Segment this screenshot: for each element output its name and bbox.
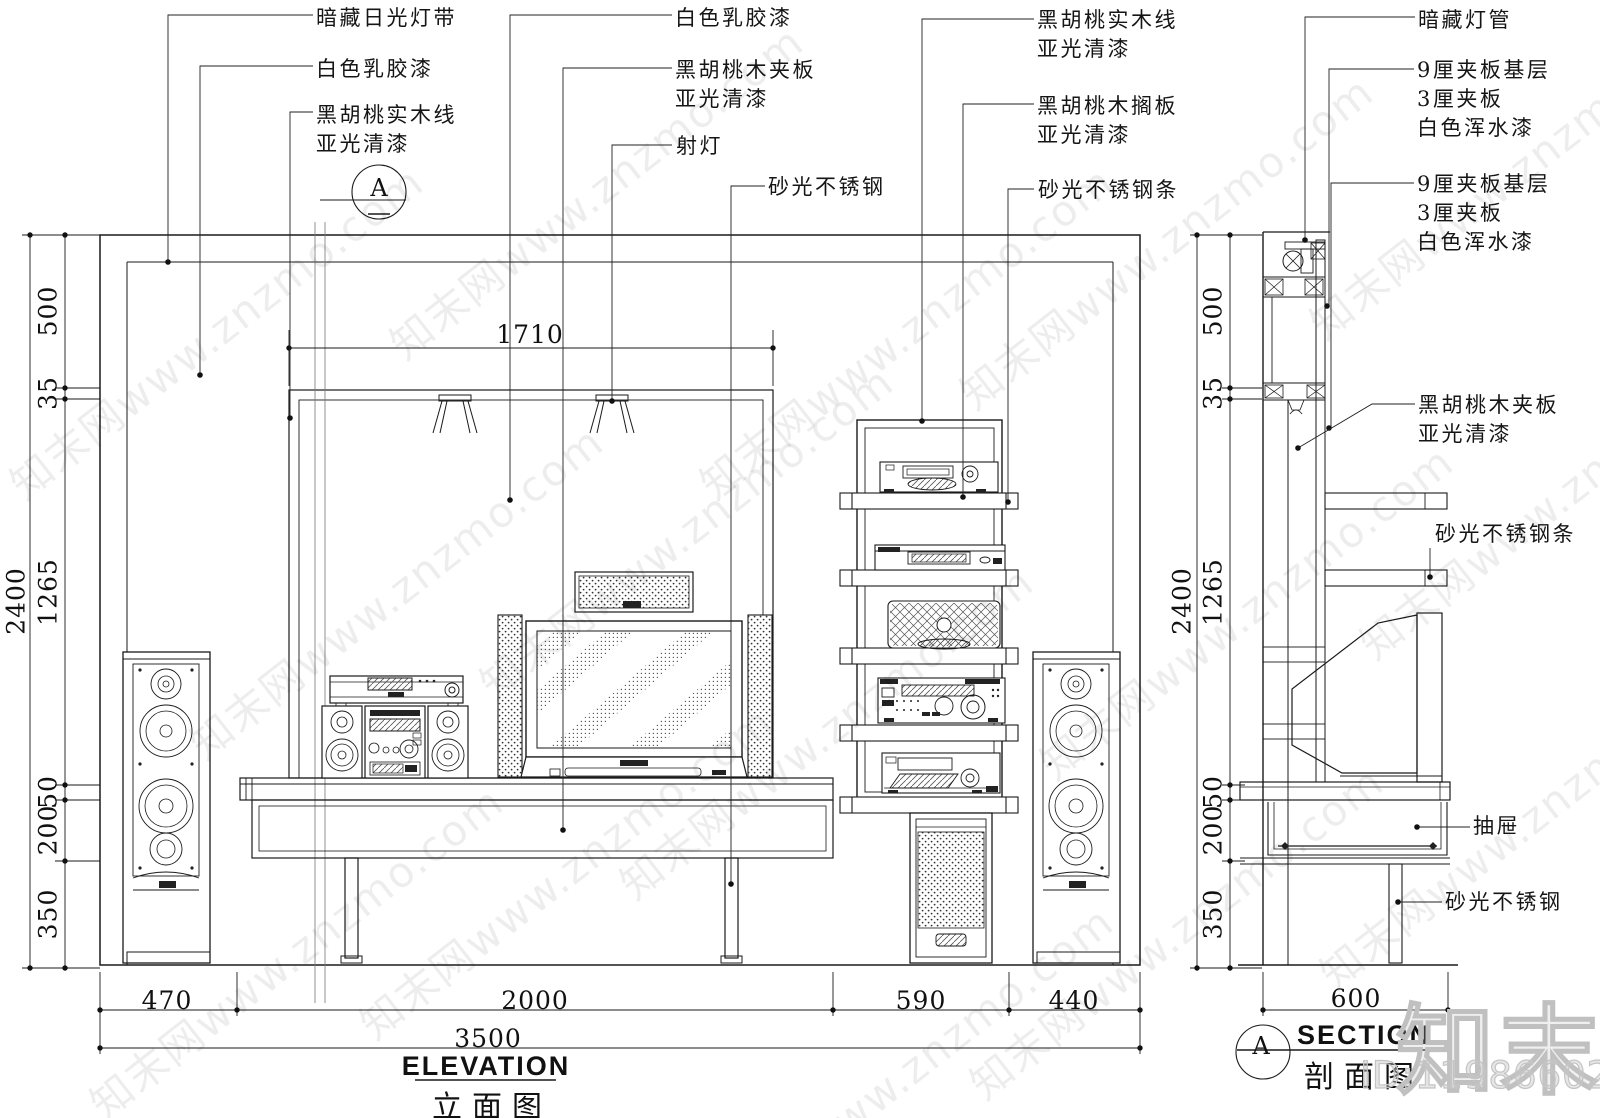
dim-500-left: 500 xyxy=(33,285,63,337)
detail-marker-a: A xyxy=(370,174,388,202)
section-marker-a: A xyxy=(1252,1032,1270,1060)
mini-hifi-stack xyxy=(321,675,469,779)
floor-speaker xyxy=(122,651,211,964)
dim-470: 470 xyxy=(141,986,193,1015)
elevation-title-en: ELEVATION xyxy=(401,1051,571,1081)
callout-walnut-solid-wood-trim-left: 黑胡桃实木线亚光清漆 xyxy=(316,103,457,156)
dim-2000: 2000 xyxy=(501,986,569,1015)
callout-spotlight: 射灯 xyxy=(676,134,723,158)
av-receiver xyxy=(877,677,1006,724)
dim-600: 600 xyxy=(1330,984,1382,1013)
dvd-player xyxy=(874,544,1006,571)
dim-1710: 1710 xyxy=(496,320,564,349)
callout-walnut-solid-wood-trim-right: 黑胡桃实木线亚光清漆 xyxy=(1037,8,1178,61)
dim-1265-left: 1265 xyxy=(33,558,63,626)
dim-440: 440 xyxy=(1048,986,1100,1015)
dim-500-right: 500 xyxy=(1198,285,1228,337)
section-title-en: SECTION xyxy=(1296,1020,1432,1050)
callout-drawer: 抽屉 xyxy=(1473,814,1520,838)
dim-2400-right: 2400 xyxy=(1167,567,1197,635)
dim-2400-left: 2400 xyxy=(1,567,31,635)
subwoofer xyxy=(909,812,993,964)
grille-box xyxy=(887,600,1001,650)
tv-section-profile xyxy=(1291,612,1443,783)
dim-590: 590 xyxy=(895,986,947,1015)
cabinet-section xyxy=(1238,781,1458,966)
tv-cabinet xyxy=(239,777,834,964)
dim-35-left: 35 xyxy=(33,376,63,410)
callout-stainless-strip-section: 砂光不锈钢条 xyxy=(1435,522,1576,546)
dim-1265-right: 1265 xyxy=(1198,558,1228,626)
dim-200-left: 200 xyxy=(33,804,63,856)
callout-stainless-steel-strip: 砂光不锈钢条 xyxy=(1038,178,1179,202)
vcr-unit xyxy=(879,461,999,493)
spotlight-symbols xyxy=(432,394,635,434)
center-speaker xyxy=(574,571,694,613)
callout-white-latex-paint-mid: 白色乳胶漆 xyxy=(675,6,793,30)
section-structure xyxy=(1238,231,1458,966)
dim-350-right: 350 xyxy=(1198,888,1228,940)
dim-3500: 3500 xyxy=(454,1024,522,1053)
callout-stainless-steel-section: 砂光不锈钢 xyxy=(1445,890,1563,914)
callout-concealed-fluorescent-strip: 暗藏日光灯带 xyxy=(316,6,457,30)
elevation-title-cn: 立面图 xyxy=(432,1090,552,1118)
tv-screen-reflections xyxy=(537,631,731,748)
callout-walnut-shelf-board: 黑胡桃木搁板亚光清漆 xyxy=(1037,94,1178,147)
callout-concealed-light-tube: 暗藏灯管 xyxy=(1418,8,1512,32)
callout-sanded-stainless-steel: 砂光不锈钢 xyxy=(768,175,886,199)
brand-watermark: 知末 xyxy=(1395,994,1600,1110)
callout-walnut-plywood: 黑胡桃木夹板亚光清漆 xyxy=(675,58,816,111)
callout-white-latex-paint-left: 白色乳胶漆 xyxy=(316,57,434,81)
vcr-unit-2 xyxy=(881,752,1001,794)
dim-35-right: 35 xyxy=(1198,376,1228,410)
dimension-lines xyxy=(22,232,1451,1081)
section-title-cn: 剖面图 xyxy=(1304,1060,1424,1095)
leader-lines xyxy=(165,14,1470,905)
section-cut-line xyxy=(314,164,407,1003)
watermark-id: ID:1198660290 xyxy=(1359,1053,1600,1097)
dim-200-right: 200 xyxy=(1198,804,1228,856)
tv-set xyxy=(497,614,773,778)
av-shelf-unit xyxy=(839,419,1019,814)
callout-walnut-plywood-section: 黑胡桃木夹板亚光清漆 xyxy=(1418,393,1559,446)
dim-350-left: 350 xyxy=(33,888,63,940)
